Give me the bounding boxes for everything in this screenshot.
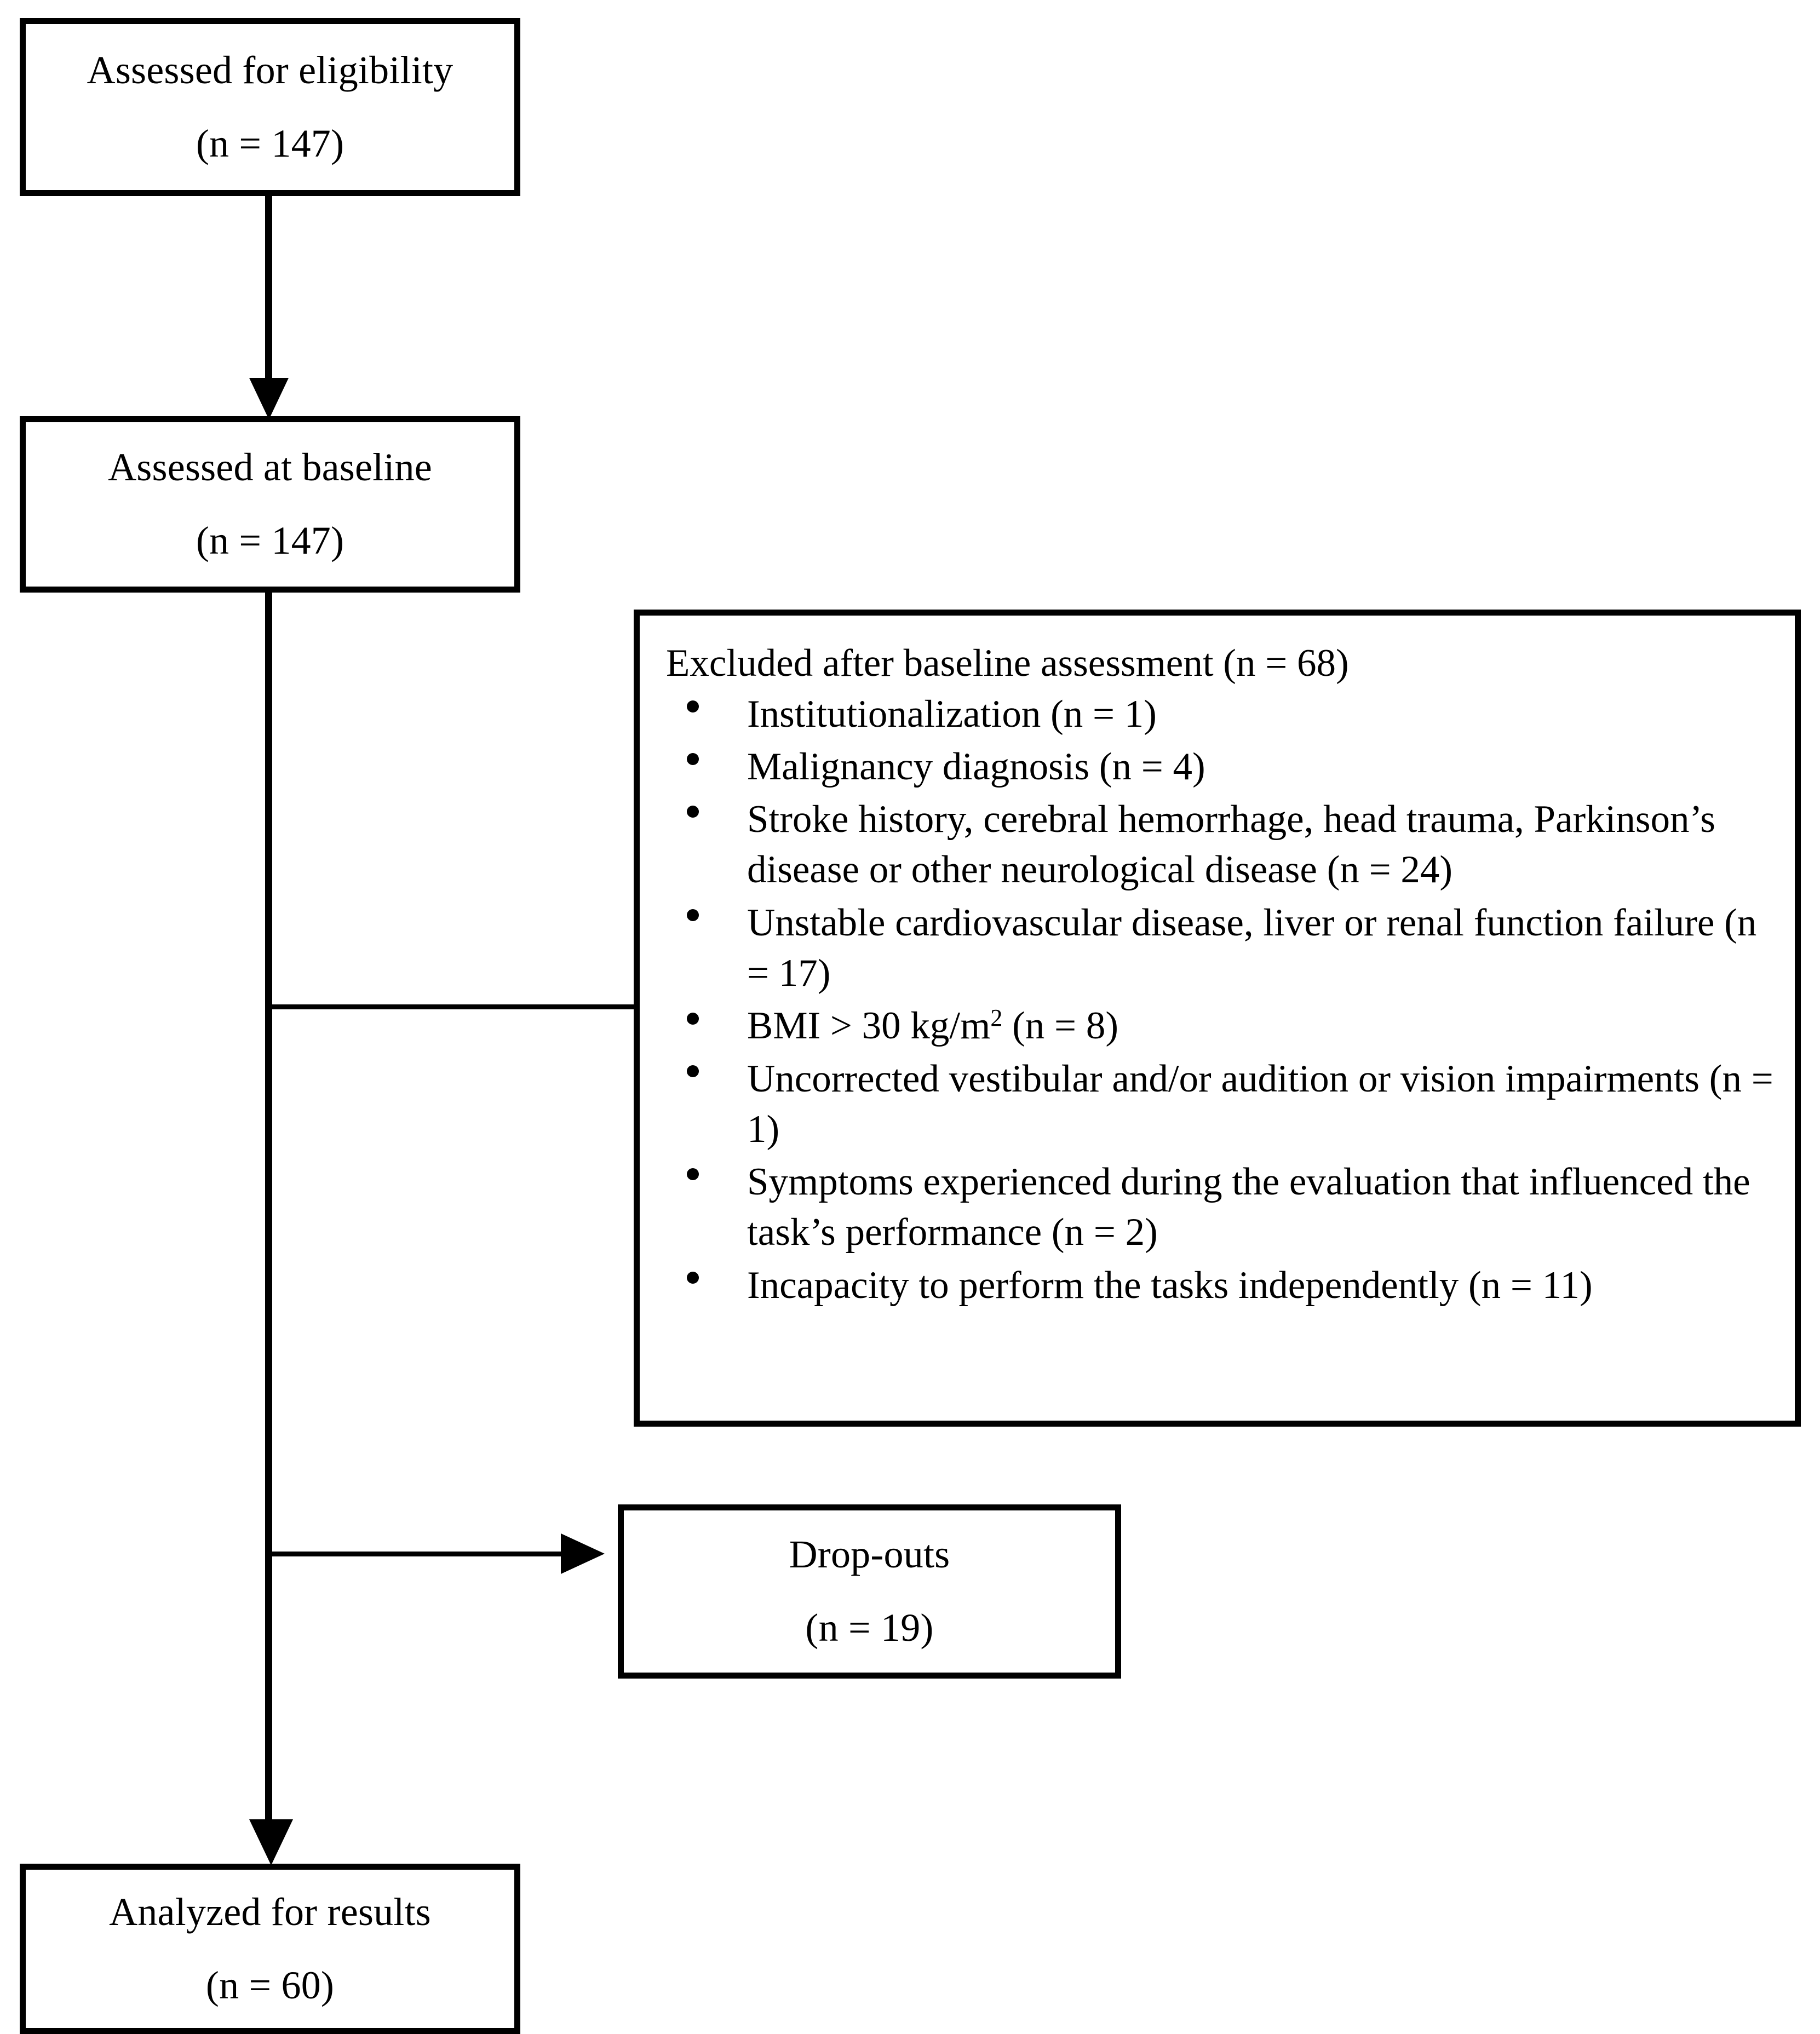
node-assessed-at-baseline: Assessed at baseline (n = 147) [20,416,520,593]
bullet-icon [687,700,699,713]
bullet-icon [687,1065,699,1077]
bullet-icon [687,909,699,921]
list-item: Incapacity to perform the tasks independ… [666,1260,1781,1311]
arrow-down-icon [249,378,289,420]
node-title: Assessed at baseline [108,445,432,490]
bullet-icon [687,753,699,766]
node-analyzed-for-results: Analyzed for results (n = 60) [20,1864,520,2034]
bullet-icon [687,1272,699,1284]
list-item: Stroke history, cerebral hemorrhage, hea… [666,794,1781,895]
list-item: BMI > 30 kg/m2 (n = 8) [666,1001,1781,1051]
list-item: Malignancy diagnosis (n = 4) [666,742,1781,792]
list-item-label: Symptoms experienced during the evaluati… [747,1160,1750,1254]
node-title: Analyzed for results [109,1889,431,1934]
list-item-label: Institutionalization (n = 1) [747,692,1157,736]
bullet-icon [687,1168,699,1181]
list-item: Institutionalization (n = 1) [666,689,1781,739]
arrow-right-icon [561,1533,605,1574]
bullet-icon [687,806,699,818]
list-item-label: Uncorrected vestibular and/or audition o… [747,1057,1773,1151]
excluded-reason-list: Institutionalization (n = 1) Malignancy … [666,689,1781,1311]
node-count: (n = 147) [196,121,345,165]
node-drop-outs: Drop-outs (n = 19) [618,1504,1121,1679]
node-excluded-after-baseline: Excluded after baseline assessment (n = … [634,610,1801,1427]
node-assessed-for-eligibility: Assessed for eligibility (n = 147) [20,18,520,196]
list-item-label: Unstable cardiovascular disease, liver o… [747,901,1757,995]
node-title: Drop-outs [789,1532,950,1577]
node-count: (n = 147) [196,519,345,562]
node-count: (n = 60) [205,1963,335,2007]
bullet-icon [687,1012,699,1025]
list-item: Symptoms experienced during the evaluati… [666,1157,1781,1258]
excluded-heading: Excluded after baseline assessment (n = … [666,642,1349,685]
node-count: (n = 19) [805,1606,934,1650]
list-item-label: Incapacity to perform the tasks independ… [747,1263,1593,1307]
list-item-label: Malignancy diagnosis (n = 4) [747,745,1205,788]
list-item: Unstable cardiovascular disease, liver o… [666,898,1781,999]
list-item-label: Stroke history, cerebral hemorrhage, hea… [747,798,1715,892]
arrow-down-icon [249,1819,293,1865]
connector-baseline-to-analyzed [265,593,272,1822]
list-item-label: BMI > 30 kg/m2 (n = 8) [747,1004,1118,1048]
list-item: Uncorrected vestibular and/or audition o… [666,1054,1781,1155]
node-title: Assessed for eligibility [87,48,453,92]
connector-eligibility-to-baseline [265,196,272,382]
connector-baseline-to-dropouts [268,1552,592,1556]
